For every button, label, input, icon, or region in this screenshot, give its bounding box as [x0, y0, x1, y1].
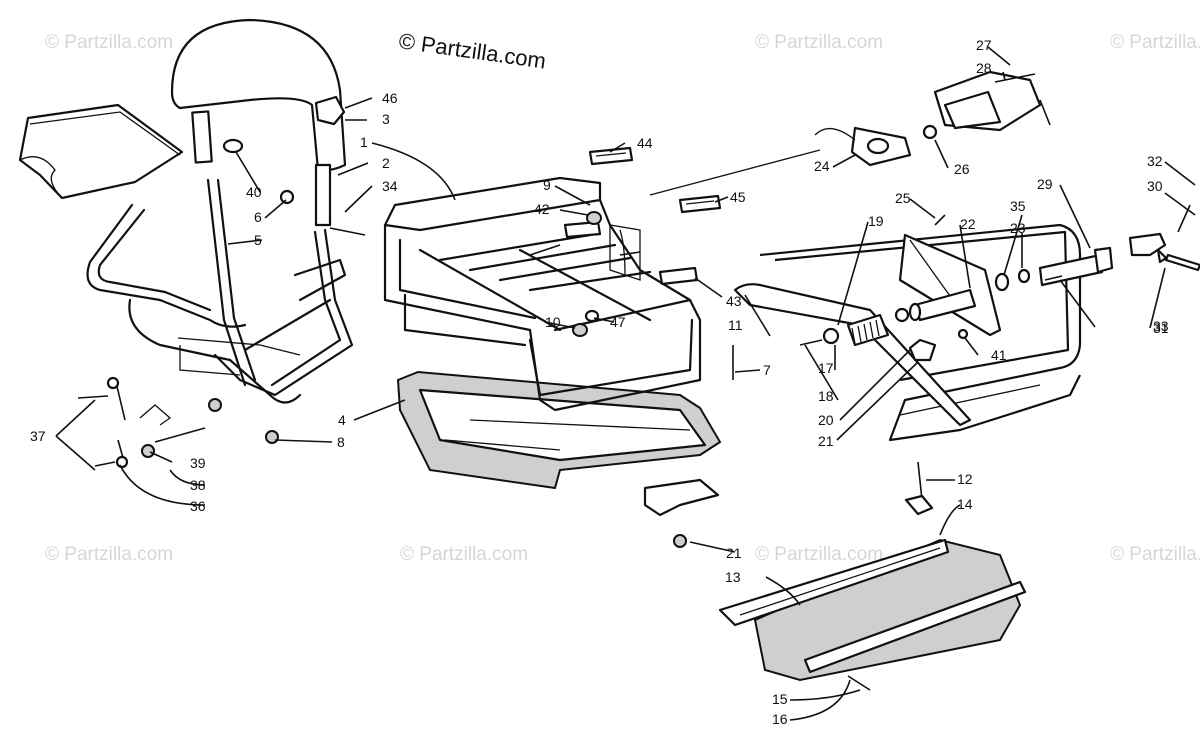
callout-18: 18	[818, 388, 834, 404]
seat-hardware	[77, 227, 366, 469]
callout-26: 26	[954, 161, 970, 177]
watermarks: © Partzilla.com © Partzilla.com © Partzi…	[45, 32, 1200, 565]
callout-35: 35	[1010, 198, 1026, 214]
watermark-4: © Partzilla.com	[45, 544, 173, 565]
callout-numbers: 1 2 3 4 5 6 7 8 9 10 11 12 13 14 15 16 1…	[30, 37, 1169, 727]
callout-21b: 21	[726, 545, 742, 561]
callout-47: 47	[610, 314, 626, 330]
callout-27: 27	[976, 37, 992, 53]
callout-46: 46	[382, 90, 398, 106]
callout-4: 4	[338, 412, 346, 428]
callout-12: 12	[957, 471, 973, 487]
callout-5: 5	[254, 232, 262, 248]
callout-11: 11	[728, 317, 743, 333]
callout-36: 36	[190, 498, 206, 514]
callout-17: 17	[818, 360, 834, 376]
callout-3: 3	[382, 111, 390, 127]
leader-lines	[55, 46, 1196, 721]
tail-light	[649, 70, 1042, 196]
passenger-seat-frame	[86, 178, 354, 404]
cargo-rack	[383, 176, 702, 412]
backrest-pad	[170, 18, 347, 172]
callout-28: 28	[976, 60, 992, 76]
backrest-brackets	[191, 110, 332, 227]
callout-31: 31	[1153, 320, 1169, 336]
callout-38: 38	[190, 477, 206, 493]
callout-1: 1	[360, 134, 368, 150]
watermark-1: © Partzilla.com	[45, 32, 173, 53]
callout-22: 22	[960, 216, 976, 232]
callout-42: 42	[534, 201, 550, 217]
callout-32: 32	[1147, 153, 1163, 169]
callout-9: 9	[543, 177, 551, 193]
callout-10: 10	[545, 314, 561, 330]
callout-39: 39	[190, 455, 206, 471]
callout-7: 7	[763, 362, 771, 378]
callout-6: 6	[254, 209, 262, 225]
rack-hardware	[572, 211, 734, 548]
callout-43: 43	[726, 293, 742, 309]
callout-45: 45	[730, 189, 746, 205]
callout-29: 29	[1037, 176, 1053, 192]
mounting-base	[396, 370, 722, 490]
callout-13: 13	[725, 569, 741, 585]
callout-14: 14	[957, 496, 973, 512]
seat-panel	[18, 103, 184, 200]
callout-41: 41	[991, 347, 1007, 363]
watermark-2: © Partzilla.com	[755, 32, 883, 53]
mud-flap-assembly	[718, 461, 1027, 691]
watermark-7: © Partzilla.com	[1110, 544, 1200, 565]
callout-24: 24	[814, 158, 830, 174]
callout-19: 19	[868, 213, 884, 229]
callout-8: 8	[337, 434, 345, 450]
callout-34: 34	[382, 178, 398, 194]
callout-16: 16	[772, 711, 788, 727]
decals	[563, 146, 722, 286]
callout-40: 40	[246, 184, 262, 200]
callout-33: 33	[1153, 318, 1169, 334]
watermark-6: © Partzilla.com	[755, 544, 883, 565]
callout-23: 23	[1010, 220, 1026, 236]
callout-2: 2	[382, 155, 390, 171]
callout-20: 20	[818, 412, 834, 428]
brand-label: © Partzilla.com	[397, 28, 547, 73]
watermark-5: © Partzilla.com	[400, 544, 528, 565]
hitch-pin-and-spring	[799, 204, 1200, 362]
watermark-3: © Partzilla.com	[1110, 32, 1200, 53]
callout-25: 25	[895, 190, 911, 206]
callout-44: 44	[637, 135, 653, 151]
callout-37: 37	[30, 428, 46, 444]
callout-30: 30	[1147, 178, 1163, 194]
callout-21a: 21	[818, 433, 834, 449]
hitch-bracket	[733, 233, 1002, 427]
callout-15: 15	[772, 691, 788, 707]
